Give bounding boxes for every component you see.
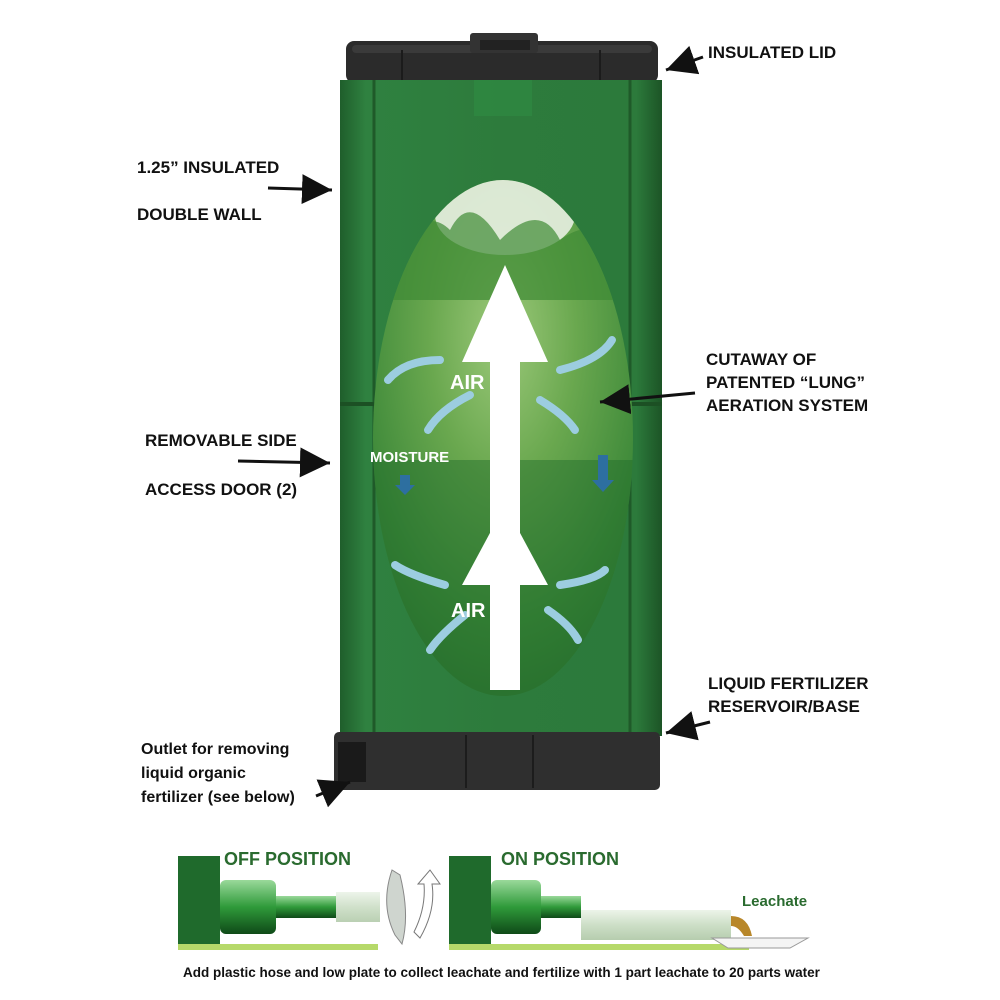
cutaway-text-2: PATENTED “LUNG” [706, 373, 865, 392]
outlet-text-1: Outlet for removing [141, 741, 290, 758]
insulated-lid-text: INSULATED LID [708, 43, 837, 62]
side-door-label: REMOVABLE SIDE [145, 430, 297, 453]
cutaway-text-3: AERATION SYSTEM [706, 396, 869, 415]
reservoir-label: LIQUID FERTILIZER RESERVOIR/BASE [708, 672, 869, 718]
off-position-label: OFF POSITION [224, 849, 351, 869]
leachate-label: Leachate [742, 893, 807, 910]
moisture-label: MOISTURE [370, 449, 449, 466]
off-position-diagram [178, 856, 441, 950]
outlet-text-3: fertilizer (see below) [141, 789, 295, 806]
insulated-lid-label: INSULATED LID [708, 42, 836, 65]
double-wall-label-2: DOUBLE WALL [137, 204, 262, 227]
on-position-diagram [449, 856, 810, 950]
reservoir-text-2: RESERVOIR/BASE [708, 697, 860, 716]
side-door-text-1: REMOVABLE SIDE [145, 431, 297, 450]
double-wall-text-2: DOUBLE WALL [137, 205, 262, 224]
side-door-label-2: ACCESS DOOR (2) [145, 479, 297, 502]
double-wall-text-1: 1.25” INSULATED [137, 158, 280, 177]
side-door-text-2: ACCESS DOOR (2) [145, 480, 298, 499]
reservoir-base [334, 732, 660, 790]
on-position-label: ON POSITION [501, 849, 619, 869]
reservoir-text-1: LIQUID FERTILIZER [708, 674, 869, 693]
outlet-text-2: liquid organic [141, 765, 246, 782]
double-wall-label: 1.25” INSULATED [137, 157, 279, 180]
air-top-label: AIR [450, 372, 485, 394]
cutaway-label: CUTAWAY OF PATENTED “LUNG” AERATION SYST… [706, 348, 868, 417]
outlet-label: Outlet for removing liquid organic ferti… [141, 738, 295, 810]
air-bottom-label: AIR [451, 600, 486, 622]
insulated-lid-shape [346, 33, 658, 83]
callout-arrows [237, 45, 711, 808]
cutaway-text-1: CUTAWAY OF [706, 350, 817, 369]
caption-text: Add plastic hose and low plate to collec… [183, 965, 820, 980]
bottom-caption: Add plastic hose and low plate to collec… [183, 964, 820, 982]
